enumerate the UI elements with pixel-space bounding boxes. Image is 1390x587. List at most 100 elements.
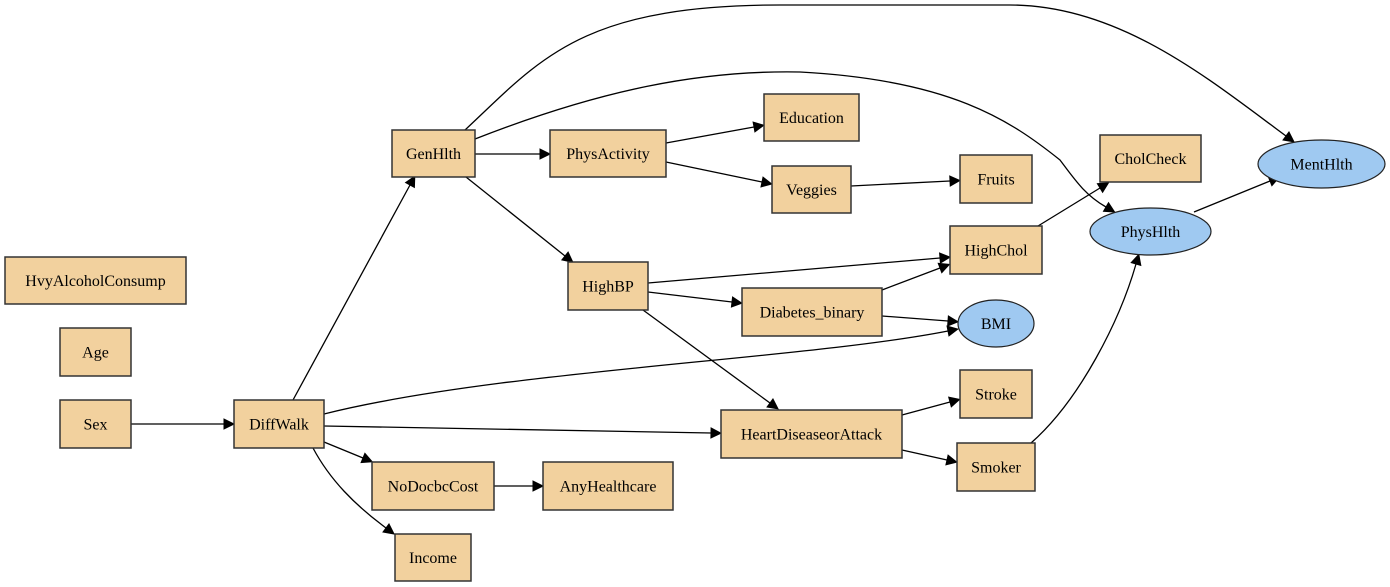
edge-heartdiseaseorattack-to-stroke xyxy=(901,401,951,416)
node-highchol[interactable]: HighChol xyxy=(949,225,1043,275)
edge-genhlth-to-menthlth-arrowhead xyxy=(1282,131,1295,143)
node-heartdiseaseorattack-shape xyxy=(720,409,903,459)
edge-genhlth-to-physhlth xyxy=(474,71,1107,208)
edge-highbp-to-highchol-arrowhead xyxy=(939,252,952,264)
node-smoker-label: Smoker xyxy=(971,460,1021,477)
node-sex[interactable]: Sex xyxy=(59,399,132,449)
edge-diabetes-binary-to-highchol xyxy=(881,267,941,291)
node-nodocbccost[interactable]: NoDocbcCost xyxy=(371,461,495,511)
edge-genhlth-to-highbp-arrowhead xyxy=(560,251,574,263)
edge-genhlth-to-highbp xyxy=(465,176,566,257)
node-veggies[interactable]: Veggies xyxy=(771,165,852,214)
node-stroke-shape xyxy=(959,369,1033,419)
node-heartdiseaseorattack-label: HeartDiseaseorAttack xyxy=(741,427,882,444)
node-hvyalcoholconsump-label: HvyAlcoholConsump xyxy=(25,273,165,290)
edge-diabetes-binary-to-highchol-arrowhead xyxy=(937,262,951,274)
node-menthlth[interactable]: MentHlth xyxy=(1257,139,1386,189)
edge-diffwalk-to-nodocbccost-arrowhead xyxy=(360,452,374,464)
node-genhlth-label: GenHlth xyxy=(406,146,461,163)
node-age[interactable]: Age xyxy=(59,327,132,377)
node-highchol-label: HighChol xyxy=(964,243,1028,260)
edge-genhlth-to-physhlth-arrowhead xyxy=(1102,201,1116,213)
edge-diffwalk-to-bmi-arrowhead xyxy=(946,325,959,337)
edge-highbp-to-heartdiseaseorattack-arrowhead xyxy=(766,398,779,410)
node-menthlth-shape xyxy=(1257,139,1386,189)
node-diffwalk-shape xyxy=(233,399,325,449)
node-sex-shape xyxy=(59,399,132,449)
edge-physactivity-to-veggies xyxy=(665,161,763,183)
edge-physactivity-to-veggies-arrowhead xyxy=(760,176,773,188)
node-education-shape xyxy=(763,93,860,142)
edge-smoker-to-physhlth-arrowhead xyxy=(1130,253,1142,267)
edge-diffwalk-to-bmi xyxy=(323,330,949,415)
node-fruits[interactable]: Fruits xyxy=(959,154,1033,204)
edge-veggies-to-fruits-arrowhead xyxy=(949,175,962,187)
edge-highbp-to-heartdiseaseorattack xyxy=(642,309,771,404)
node-anyhealthcare[interactable]: AnyHealthcare xyxy=(542,461,674,511)
node-physactivity-shape xyxy=(549,129,667,178)
edge-physactivity-to-education xyxy=(665,126,755,144)
node-cholcheck[interactable]: CholCheck xyxy=(1099,134,1202,183)
node-physactivity[interactable]: PhysActivity xyxy=(549,129,667,178)
node-smoker[interactable]: Smoker xyxy=(956,442,1036,492)
edge-diffwalk-to-heartdiseaseorattack xyxy=(323,425,712,434)
node-menthlth-label: MentHlth xyxy=(1290,157,1352,174)
edge-nodocbccost-to-anyhealthcare-arrowhead xyxy=(532,480,545,492)
node-smoker-shape xyxy=(956,442,1036,492)
node-nodocbccost-shape xyxy=(371,461,495,511)
node-anyhealthcare-shape xyxy=(542,461,674,511)
edge-heartdiseaseorattack-to-stroke-arrowhead xyxy=(947,396,961,408)
edge-diffwalk-to-heartdiseaseorattack-arrowhead xyxy=(710,427,723,439)
node-highbp-label: HighBP xyxy=(582,279,634,296)
node-hvyalcoholconsump-shape xyxy=(4,256,187,305)
node-fruits-shape xyxy=(959,154,1033,204)
node-sex-label: Sex xyxy=(84,417,108,434)
node-income-shape xyxy=(394,533,472,582)
node-diabetes-binary-shape xyxy=(741,287,883,337)
node-highchol-shape xyxy=(949,225,1043,275)
edge-physhlth-to-menthlth xyxy=(1193,180,1271,213)
node-fruits-label: Fruits xyxy=(977,172,1014,189)
edge-genhlth-to-menthlth xyxy=(464,4,1287,137)
node-stroke[interactable]: Stroke xyxy=(959,369,1033,419)
node-bmi-shape xyxy=(957,299,1035,348)
node-income[interactable]: Income xyxy=(394,533,472,582)
edges-layer xyxy=(131,4,1295,535)
node-highbp[interactable]: HighBP xyxy=(567,261,649,311)
edge-diffwalk-to-income-arrowhead xyxy=(382,523,395,535)
node-education[interactable]: Education xyxy=(763,93,860,142)
node-bmi-label: BMI xyxy=(981,316,1011,333)
node-diffwalk[interactable]: DiffWalk xyxy=(233,399,325,449)
edge-highbp-to-diabetes-binary xyxy=(647,291,733,303)
edge-diffwalk-to-income xyxy=(312,447,387,529)
node-hvyalcoholconsump[interactable]: HvyAlcoholConsump xyxy=(4,256,187,305)
node-bmi[interactable]: BMI xyxy=(957,299,1035,348)
edge-highchol-to-cholcheck xyxy=(1037,187,1101,227)
node-diabetes-binary[interactable]: Diabetes_binary xyxy=(741,287,883,337)
edge-diffwalk-to-genhlth-arrowhead xyxy=(404,175,416,189)
edge-genhlth-to-physactivity-arrowhead xyxy=(539,148,552,160)
node-diffwalk-label: DiffWalk xyxy=(249,417,309,434)
node-age-label: Age xyxy=(82,345,109,362)
node-education-label: Education xyxy=(779,110,844,127)
node-veggies-label: Veggies xyxy=(786,182,837,199)
node-highbp-shape xyxy=(567,261,649,311)
node-diabetes-binary-label: Diabetes_binary xyxy=(760,305,865,322)
edge-smoker-to-physhlth xyxy=(1030,263,1137,444)
node-physhlth[interactable]: PhysHlth xyxy=(1089,207,1212,256)
node-cholcheck-label: CholCheck xyxy=(1115,151,1187,168)
node-nodocbccost-label: NoDocbcCost xyxy=(388,479,479,496)
node-physhlth-label: PhysHlth xyxy=(1121,224,1181,241)
node-genhlth[interactable]: GenHlth xyxy=(391,129,476,178)
node-veggies-shape xyxy=(771,165,852,214)
node-income-label: Income xyxy=(409,550,457,567)
node-age-shape xyxy=(59,327,132,377)
edge-veggies-to-fruits xyxy=(850,180,951,187)
edge-diabetes-binary-to-bmi xyxy=(881,315,949,322)
edge-diffwalk-to-nodocbccost xyxy=(323,441,364,459)
node-heartdiseaseorattack[interactable]: HeartDiseaseorAttack xyxy=(720,409,903,459)
node-stroke-label: Stroke xyxy=(975,387,1017,404)
edge-highchol-to-cholcheck-arrowhead xyxy=(1096,182,1110,194)
